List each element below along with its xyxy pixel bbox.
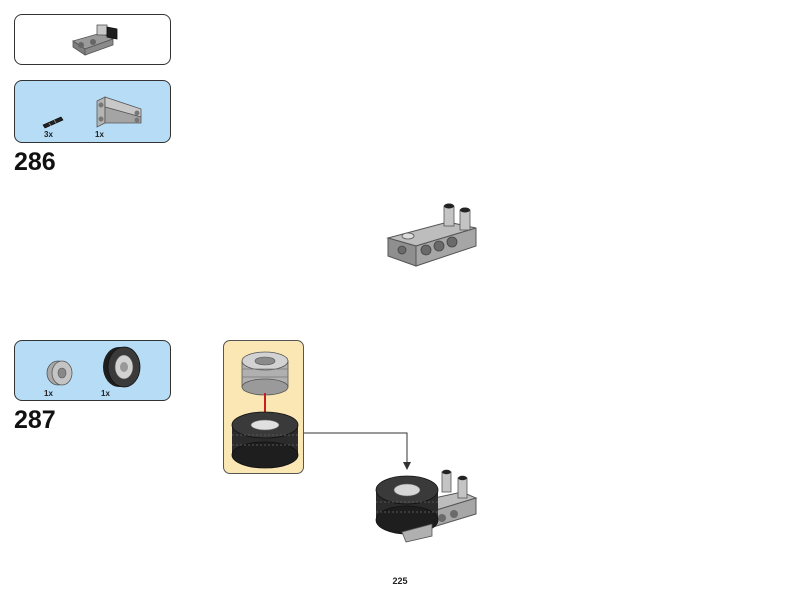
part-qty: 1x bbox=[44, 389, 53, 398]
subassembly-callout bbox=[223, 340, 304, 474]
beam-frame-assembly-icon bbox=[386, 203, 477, 267]
wheel-frame-assembly-icon bbox=[375, 469, 478, 543]
part-qty: 1x bbox=[101, 389, 110, 398]
grey-beam-frame-icon bbox=[96, 96, 142, 128]
part-qty: 3x bbox=[44, 130, 53, 139]
step-number: 287 bbox=[14, 406, 56, 434]
grey-wheel-rim-icon bbox=[46, 360, 73, 386]
black-axle-pin-icon bbox=[42, 116, 64, 129]
subassembly-model-icon bbox=[72, 24, 118, 56]
parts-list-step-286: 3x 1x bbox=[14, 80, 171, 143]
part-qty: 1x bbox=[95, 130, 104, 139]
black-tire-icon bbox=[103, 346, 141, 388]
assembly-arrow bbox=[304, 432, 411, 470]
parts-list-step-287: 1x 1x bbox=[14, 340, 171, 401]
step-number: 286 bbox=[14, 148, 56, 176]
page-number: 225 bbox=[392, 576, 408, 586]
subassembly-preview bbox=[14, 14, 171, 65]
black-tire-icon bbox=[231, 411, 299, 469]
wheel-rim-icon bbox=[241, 351, 289, 396]
